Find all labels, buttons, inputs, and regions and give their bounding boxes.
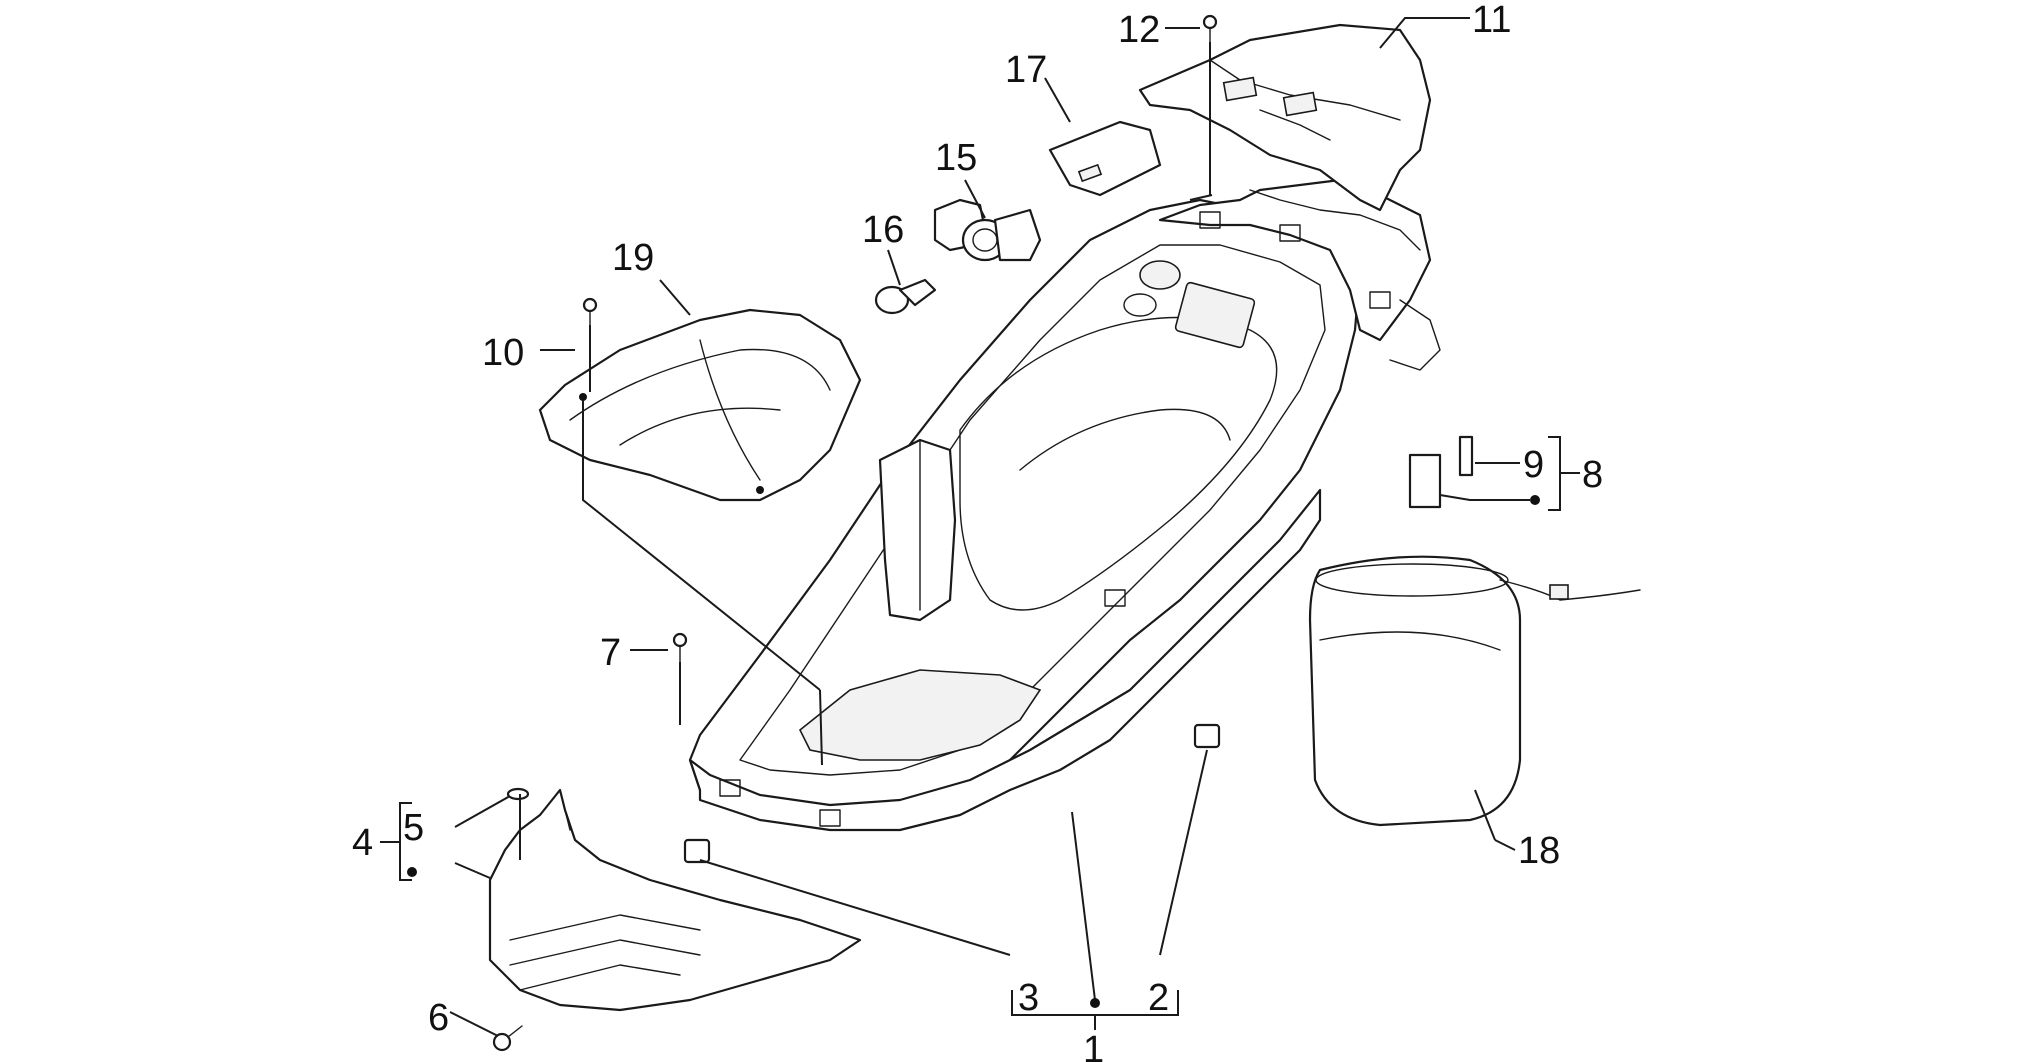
fasteners xyxy=(492,14,1474,1052)
seat-panel-cover xyxy=(538,308,862,502)
helmet-compartment xyxy=(688,178,1441,832)
callout-9: 9 xyxy=(1523,444,1544,486)
callout-4: 4 xyxy=(352,822,373,864)
front-lower-cover xyxy=(488,788,862,1012)
small-hatch xyxy=(1048,120,1162,197)
callout-15: 15 xyxy=(935,137,977,179)
callout-labels: 1 2 3 4 5 6 7 8 9 10 11 12 15 16 17 18 1… xyxy=(352,0,1603,1062)
callout-19: 19 xyxy=(612,237,654,279)
leader-lines xyxy=(449,17,1530,1037)
callout-3: 3 xyxy=(1018,977,1039,1019)
callout-12: 12 xyxy=(1118,9,1160,51)
callout-10: 10 xyxy=(482,332,524,374)
power-socket xyxy=(933,198,1042,262)
callout-6: 6 xyxy=(428,997,449,1039)
callout-18: 18 xyxy=(1518,830,1560,872)
helmet-bag xyxy=(1308,555,1641,827)
callout-16: 16 xyxy=(862,209,904,251)
callout-2: 2 xyxy=(1148,977,1169,1019)
rear-tray xyxy=(1138,23,1432,212)
callout-1: 1 xyxy=(1083,1029,1104,1062)
callout-17: 17 xyxy=(1005,49,1047,91)
group-brackets xyxy=(380,436,1580,1030)
callout-5: 5 xyxy=(403,807,424,849)
compartment-light xyxy=(874,278,937,315)
callout-7: 7 xyxy=(600,632,621,674)
callout-8: 8 xyxy=(1582,454,1603,496)
callout-11: 11 xyxy=(1472,0,1511,41)
